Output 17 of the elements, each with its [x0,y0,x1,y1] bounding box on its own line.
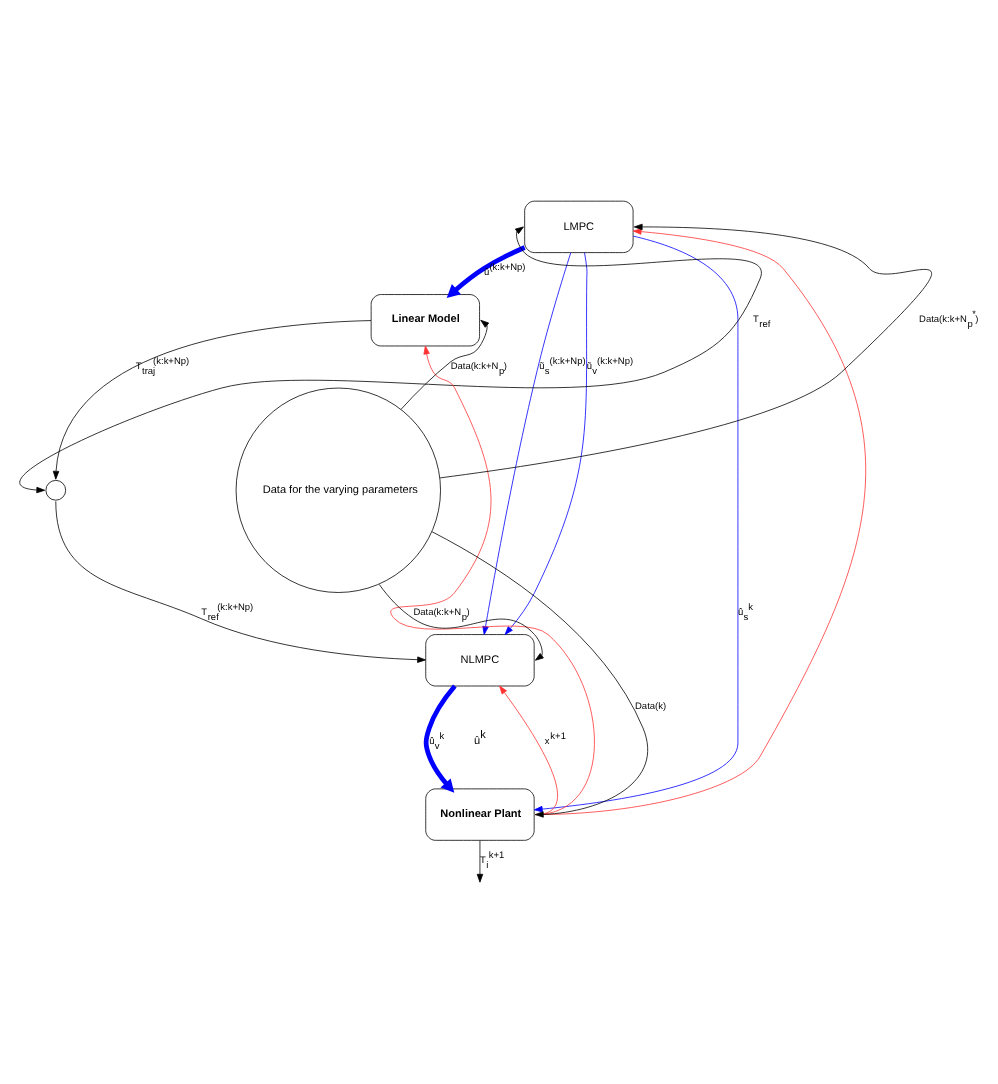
arrow [431,531,648,818]
node-circle [45,480,67,501]
arrow [533,235,739,813]
arrow [504,252,588,635]
arrow [423,684,457,793]
arrow [400,319,490,410]
arrow [52,320,372,480]
arrow [19,226,761,494]
arrow [482,252,572,635]
arrow [55,500,426,663]
arrow [476,840,484,883]
arrow [390,345,595,815]
arrow [499,685,558,815]
arrow [439,223,932,479]
arrow [446,245,526,298]
arrow [378,584,544,661]
arrow [534,228,867,815]
